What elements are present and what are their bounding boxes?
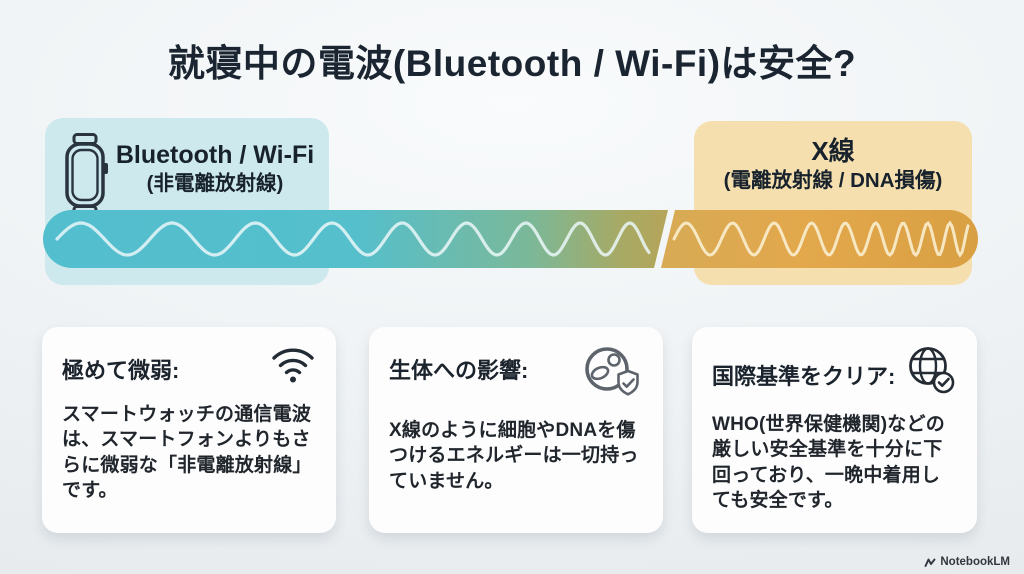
spectrum-band-nonionizing [43, 210, 668, 268]
card-heading: 生体への影響: [389, 358, 529, 383]
globe-check-icon [905, 345, 957, 400]
card-international-standards: 国際基準をクリア: WHO(世界保健機関)などの厳しい安全基準を十分に下回ってお… [692, 327, 977, 533]
page-title: 就寝中の電波(Bluetooth / Wi-Fi)は安全? [167, 43, 857, 84]
card-body: X線のように細胞やDNAを傷つけるエネルギーは一切持っていません。 [389, 420, 639, 492]
cell-shield-icon [581, 345, 643, 406]
card-heading: 極めて微弱: [62, 358, 180, 383]
left-label-line1: Bluetooth / Wi-Fi [115, 141, 315, 169]
right-label-line1: X線 [811, 136, 855, 166]
card-heading: 国際基準をクリア: [712, 364, 896, 389]
card-extremely-weak: 極めて微弱: スマートウォッチの通信電波は、スマートフォンよりもさらに微弱な「非… [42, 327, 336, 533]
notebooklm-label: NotebookLM [940, 556, 1010, 568]
left-label-line2: (非電離放射線) [146, 172, 284, 196]
card-biological-effect: 生体への影響: X線のように細胞やDNAを傷つけるエネルギーは一切持っていません… [369, 327, 663, 533]
frequency-wave-graphic [55, 220, 970, 258]
right-label-line2: (電離放射線 / DNA損傷) [723, 168, 943, 192]
card-body: スマートウォッチの通信電波は、スマートフォンよりもさらに微弱な「非電離放射線」で… [62, 404, 312, 502]
card-body: WHO(世界保健機関)などの厳しい安全基準を十分に下回っており、一晩中着用しても… [712, 414, 945, 512]
wifi-icon [270, 345, 316, 390]
notebooklm-watermark: NotebookLM [924, 556, 1010, 568]
notebooklm-logo-icon [924, 557, 936, 568]
